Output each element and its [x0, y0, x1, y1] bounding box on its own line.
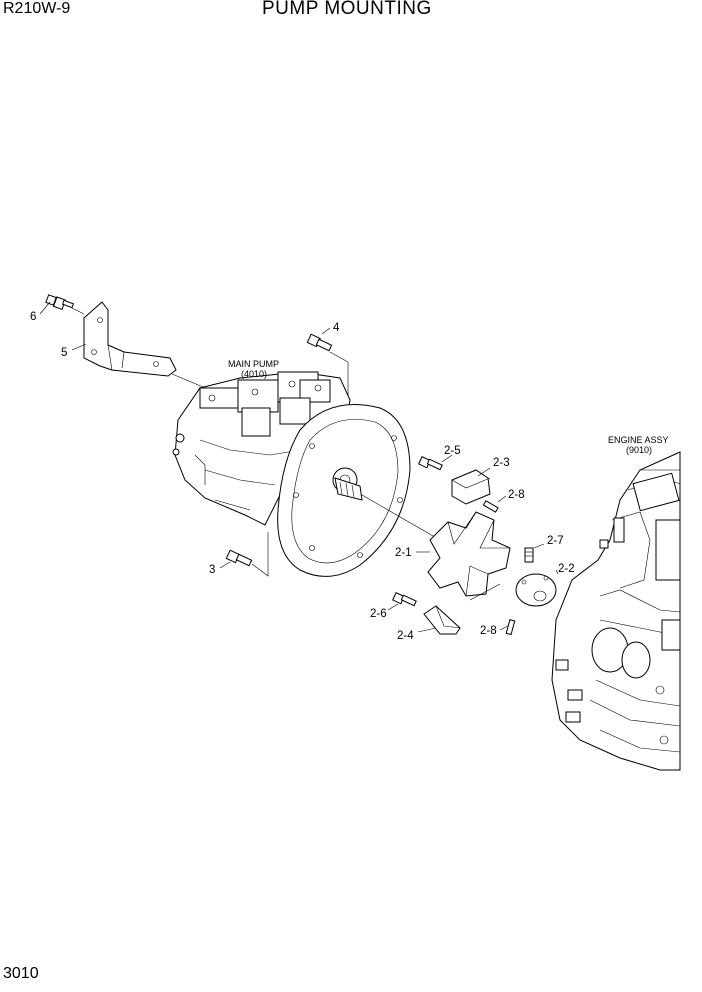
- hub-2-2-illustration: [515, 573, 557, 607]
- model-number: R210W-9: [3, 0, 71, 17]
- bracket-5-illustration: [83, 301, 177, 377]
- wedge-2-4-illustration: [423, 605, 461, 635]
- setscrew-2-7-illustration: [524, 547, 534, 563]
- page-title: PUMP MOUNTING: [262, 0, 432, 19]
- bolt-4-illustration: [306, 333, 333, 352]
- page-number: 3010: [3, 965, 39, 982]
- callout-4: 4: [333, 322, 340, 334]
- coupling-insert-2-3-illustration: [451, 469, 491, 505]
- main-pump-code: (4010): [241, 369, 267, 379]
- callout-3: 3: [209, 564, 215, 576]
- callout-2-4: 2-4: [397, 630, 414, 642]
- main-pump-illustration: [172, 371, 351, 526]
- callout-2-1: 2-1: [395, 547, 412, 559]
- engine-assy-code: (9010): [626, 445, 652, 455]
- callout-2-6: 2-6: [370, 608, 387, 620]
- callout-6: 6: [30, 311, 36, 323]
- bolt-2-5-illustration: [418, 456, 443, 471]
- rubber-coupling-2-1-illustration: [427, 511, 511, 597]
- bolt-2-6-illustration: [392, 592, 417, 607]
- callout-2-2: 2-2: [558, 563, 575, 575]
- callout-2-8-upper: 2-8: [508, 489, 525, 501]
- bolt-6-illustration: [45, 294, 75, 311]
- engine-assy-illustration: [551, 451, 681, 771]
- callout-2-8-lower: 2-8: [480, 625, 497, 637]
- engine-assy-label: ENGINE ASSY: [608, 435, 669, 445]
- flywheel-housing-illustration: [277, 404, 411, 577]
- callout-5: 5: [61, 347, 67, 359]
- bolt-3-illustration: [225, 549, 253, 567]
- pin-2-8-lower-illustration: [505, 619, 516, 636]
- main-pump-label: MAIN PUMP: [228, 359, 279, 369]
- callout-2-7: 2-7: [547, 535, 564, 547]
- callout-2-5: 2-5: [444, 445, 461, 457]
- callout-2-3: 2-3: [493, 457, 510, 469]
- pin-2-8-upper-illustration: [482, 500, 499, 513]
